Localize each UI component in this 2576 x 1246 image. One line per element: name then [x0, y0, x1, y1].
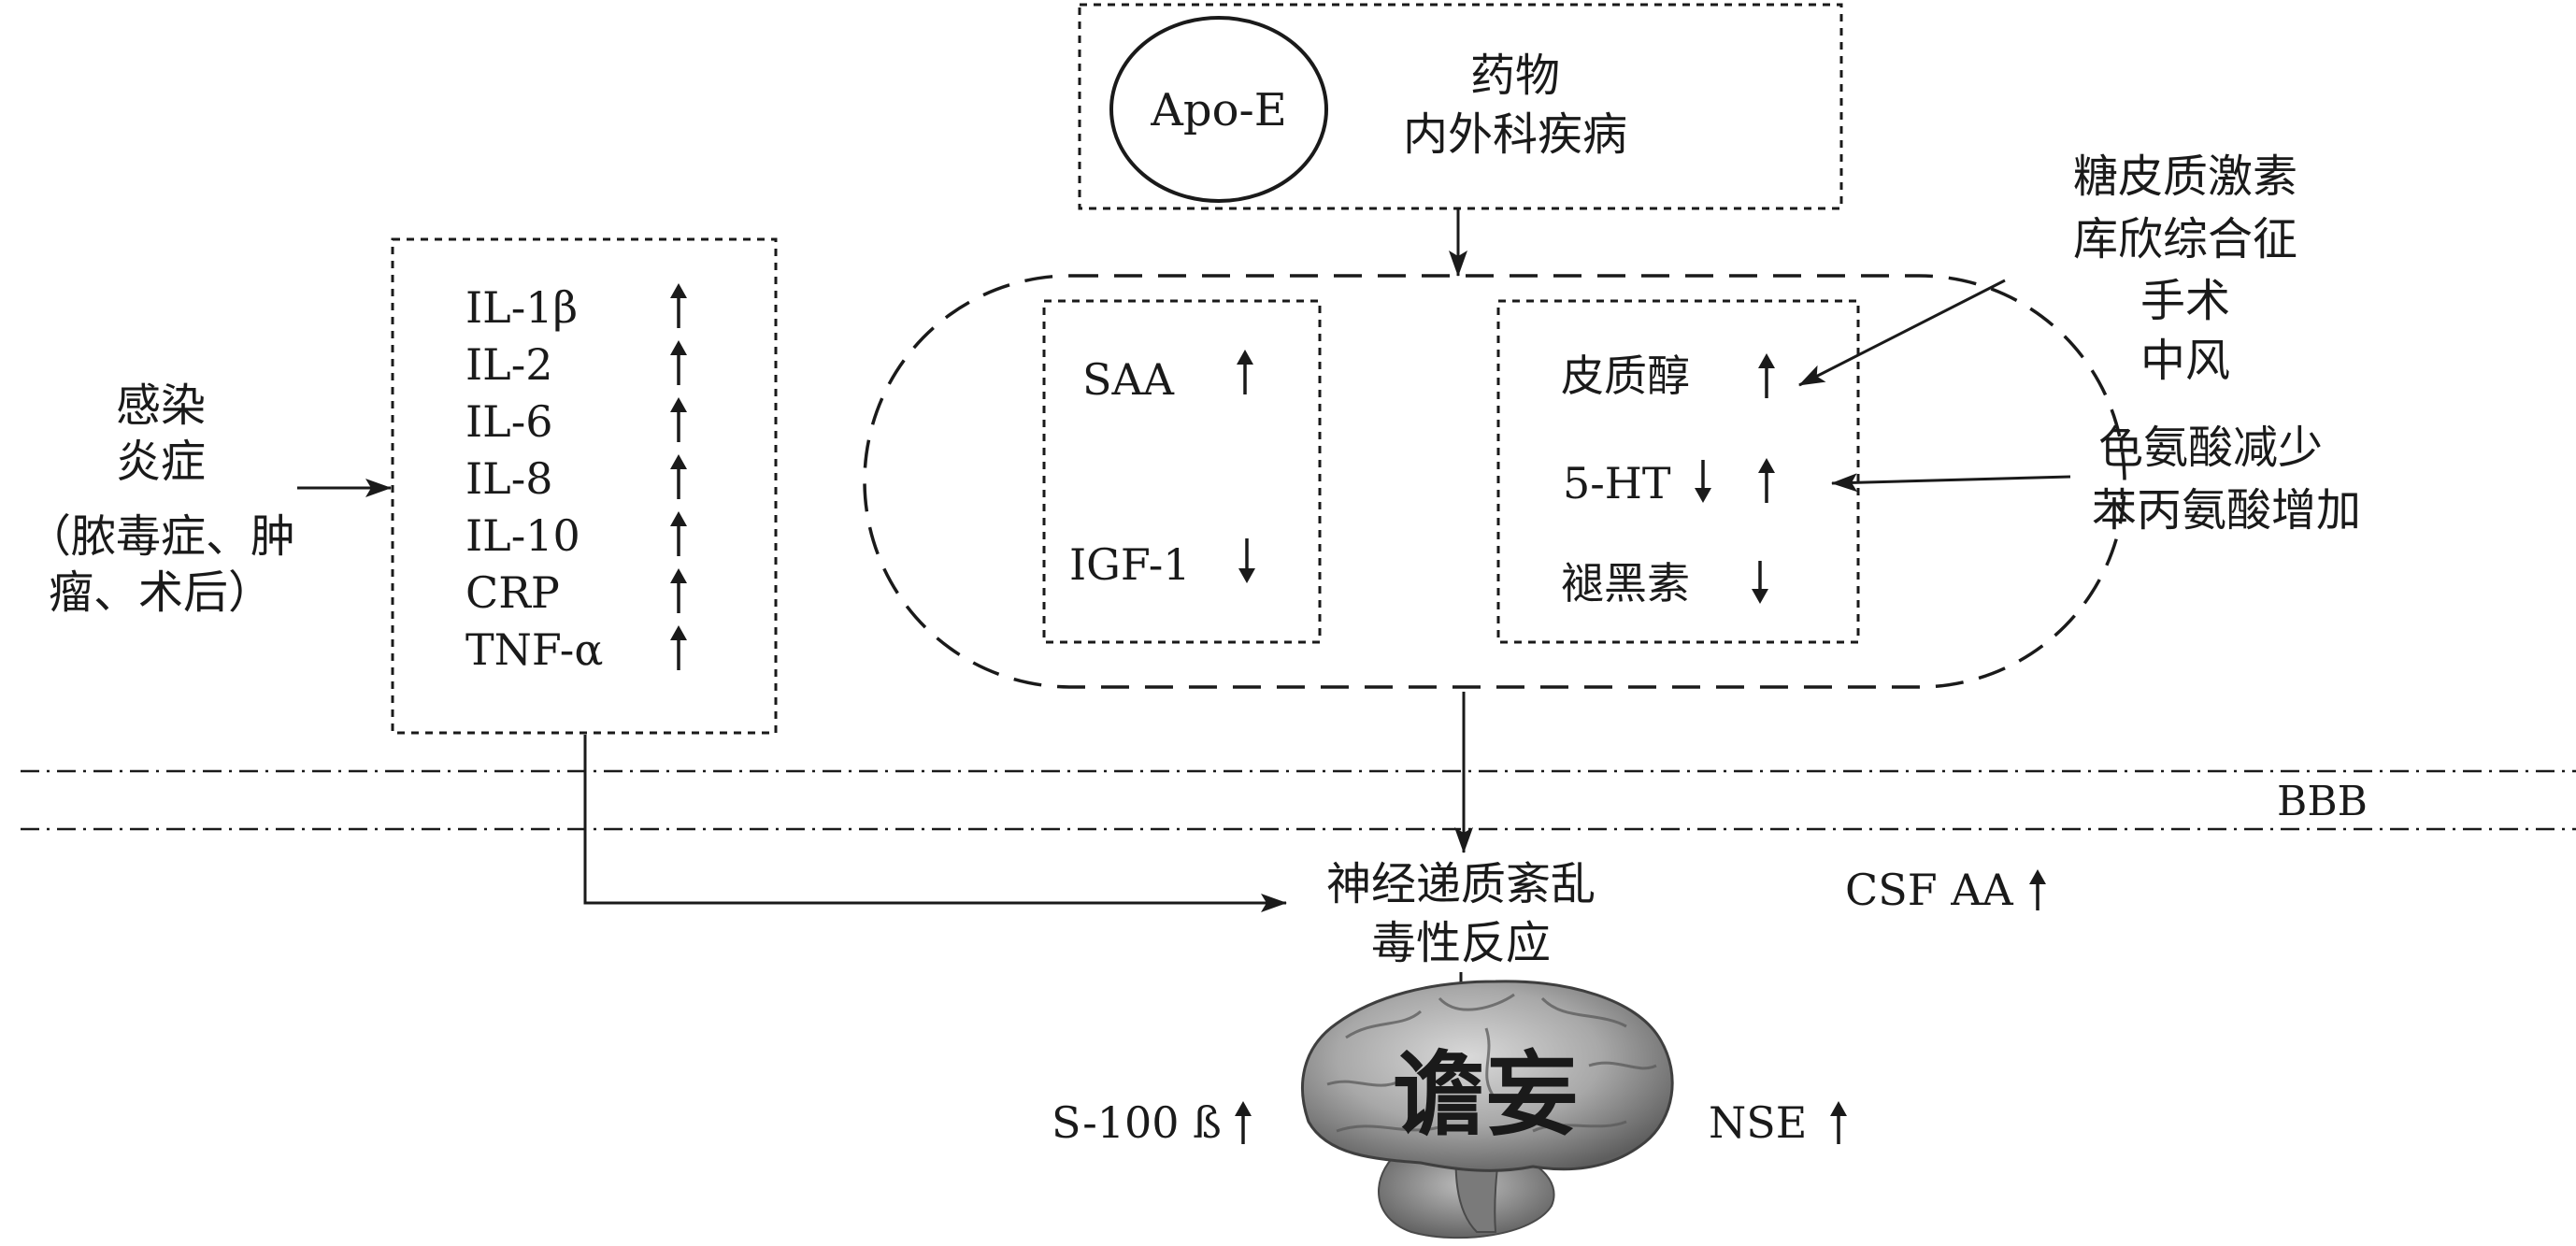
apo-e-label: Apo-E — [1150, 84, 1287, 136]
s100-label: S-100 ß — [1052, 1097, 1222, 1148]
top-factor-box — [1078, 3, 1843, 210]
cytokine-up-arrow — [670, 625, 687, 670]
cytokine-up-arrow — [670, 511, 687, 556]
cytokines-to-neuro-arrow — [583, 735, 1287, 912]
toxic-reaction-label: 毒性反应 — [1371, 917, 1551, 969]
cause-stroke: 中风 — [2140, 335, 2230, 387]
cytokine-up-arrow — [670, 340, 687, 385]
cause-glucocorticoid: 糖皮质激素 — [2073, 150, 2297, 203]
cause-detail-2: 瘤、术后） — [49, 566, 273, 619]
serotonin-up-arrow — [1758, 458, 1775, 503]
brain-illustration: 谵妄 — [1301, 980, 1674, 1239]
cytokine-up-arrow — [670, 283, 687, 328]
disease-label: 内外科疾病 — [1403, 108, 1627, 161]
cause-cushing: 库欣综合征 — [2073, 213, 2297, 265]
saa-igf-box — [1042, 299, 1322, 644]
melatonin-label: 褪黑素 — [1561, 558, 1690, 609]
saa-up-arrow — [1237, 350, 1253, 394]
cause-detail-1: （脓毒症、肿 — [26, 510, 295, 563]
csf-aa-label: CSF AA — [1845, 865, 2013, 915]
cause-inflammation: 炎症 — [116, 436, 206, 488]
cytokine-label: TNF-α — [465, 624, 603, 675]
cortisol-label: 皮质醇 — [1561, 351, 1690, 401]
s100-up-arrow — [1235, 1101, 1252, 1144]
cytokine-up-arrow — [670, 454, 687, 499]
apo-e-circle — [1109, 16, 1328, 203]
cytokine-up-arrow — [670, 397, 687, 442]
igf-1-down-arrow — [1238, 538, 1255, 583]
cytokine-label: IL-2 — [465, 339, 553, 390]
cytokine-label: IL-8 — [465, 453, 553, 504]
igf-1-label: IGF-1 — [1069, 539, 1191, 590]
bbb-label: BBB — [2277, 778, 2368, 825]
cytokine-box — [391, 237, 778, 735]
cytokine-label: IL-6 — [465, 396, 553, 447]
phenylalanine-increase-label: 苯丙氨酸增加 — [2092, 484, 2361, 537]
cause-surgery: 手术 — [2140, 275, 2230, 327]
csf-aa-up-arrow — [2029, 869, 2046, 910]
tryptophan-decrease-label: 色氨酸减少 — [2098, 422, 2323, 474]
delirium-brain-label: 谵妄 — [1393, 1041, 1580, 1149]
cause-infection: 感染 — [116, 380, 206, 432]
neurotransmitter-disorder-label: 神经递质紊乱 — [1326, 858, 1596, 910]
serotonin-down-arrow — [1695, 460, 1711, 503]
serotonin-label: 5-HT — [1563, 458, 1671, 508]
cortisol-up-arrow — [1758, 353, 1775, 398]
nse-up-arrow — [1830, 1101, 1847, 1144]
drug-label: 药物 — [1470, 50, 1560, 102]
cytokine-label: IL-10 — [465, 510, 580, 561]
saa-label: SAA — [1082, 354, 1175, 405]
cytokine-up-arrow — [670, 568, 687, 613]
nse-label: NSE — [1709, 1097, 1807, 1148]
cytokine-label: CRP — [465, 567, 560, 618]
cytokine-label: IL-1β — [465, 282, 578, 333]
amino-acids-to-serotonin-arrow — [1831, 473, 2071, 493]
causes-to-cortisol-arrow — [1798, 279, 2006, 387]
melatonin-down-arrow — [1752, 561, 1768, 604]
